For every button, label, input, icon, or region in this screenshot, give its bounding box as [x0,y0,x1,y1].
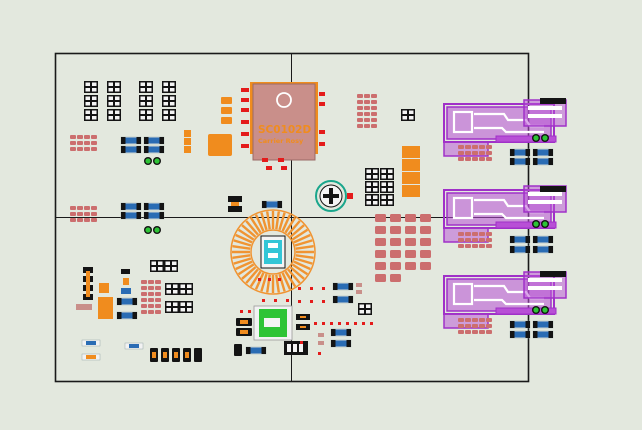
misc-parts-lower-left[interactable] [81,339,144,361]
resistor-cluster-right-2[interactable] [509,186,566,254]
toroid-winding [235,260,253,271]
toroid-winding [241,224,257,238]
toroid-winding [278,212,286,231]
toroid-winding [287,268,301,284]
green-ic[interactable] [253,305,293,341]
pad-grid-right-2[interactable] [458,232,492,248]
toroid-winding [260,212,268,231]
toroid-winding [254,272,265,290]
toroid-winding [260,273,268,292]
pad-grid-right-1[interactable] [458,145,492,161]
orange-pads-right[interactable] [402,146,420,197]
toroid-winding [249,216,262,234]
toroid-winding [294,239,313,247]
toroid-winding [275,274,280,293]
resistor-cluster-center[interactable] [318,282,372,348]
toroid-winding [281,214,292,232]
via-dots [240,278,373,355]
toroid-winding [289,266,305,280]
toroid-winding [295,245,314,250]
quad-cluster-center[interactable] [365,168,394,206]
resistor-cluster-left-mid[interactable] [120,202,165,234]
resistor-cluster-lower-left[interactable] [116,269,138,320]
toroid-winding [232,245,251,250]
ic-part-number: SC0102D [258,124,311,136]
capacitor-row[interactable] [150,348,202,362]
quad-array-left[interactable] [84,81,176,121]
pad-grid-left-top[interactable] [70,135,97,151]
pad-grid-center-top[interactable] [357,94,377,128]
toroid-winding [241,266,257,280]
ic-orange-pins[interactable] [208,97,232,156]
toroid-winding [245,220,259,236]
orange-block-left[interactable] [98,283,113,319]
toroid-winding [233,239,252,247]
toroidal-inductor[interactable] [230,209,316,295]
resistor-cluster-right-1[interactable] [509,98,566,166]
toroid-winding [266,211,271,230]
toroid-winding [291,228,309,241]
toroid-winding [287,220,301,236]
toroid-winding [266,274,271,293]
toroid-winding [237,263,255,276]
small-quad-top[interactable] [401,109,415,121]
toroid-winding [235,233,253,244]
main-ic[interactable]: SC0102D Carrier Rosy [241,82,325,170]
electrolytic-capacitor[interactable] [315,180,353,212]
toroid-winding [275,211,280,230]
toroid-winding [294,257,313,265]
toroid-winding [291,263,309,276]
toroid-winding [284,270,297,288]
ic-subtitle: Carrier Rosy [258,137,304,145]
resistor-cluster-right-3[interactable] [509,271,566,339]
toroid-winding [293,233,311,244]
orange-pads-left[interactable] [184,130,191,153]
black-parts-mid[interactable] [228,196,283,212]
toroid-winding [245,268,259,284]
pad-grid-power[interactable] [375,214,431,282]
toroid-winding [232,254,251,259]
toroid-winding [295,254,314,259]
toroid-winding [233,257,252,265]
resistor-cluster-left-top[interactable] [120,136,165,165]
toroid-winding [281,272,292,290]
pad-grid-right-3[interactable] [458,318,492,334]
toroid-winding [249,270,262,288]
transistor-stack[interactable] [76,267,93,310]
toroid-winding [293,260,311,271]
toroid-winding [237,228,255,241]
small-parts-lower-center[interactable] [284,314,310,355]
black-parts-lower-center[interactable] [234,318,267,356]
pad-grid-left-mid[interactable] [70,206,97,222]
toroid-winding [278,273,286,292]
toroid-winding [289,224,305,238]
toroid-winding [284,216,297,234]
pad-grid-lower-left[interactable] [141,280,161,314]
toroid-winding [254,214,265,232]
